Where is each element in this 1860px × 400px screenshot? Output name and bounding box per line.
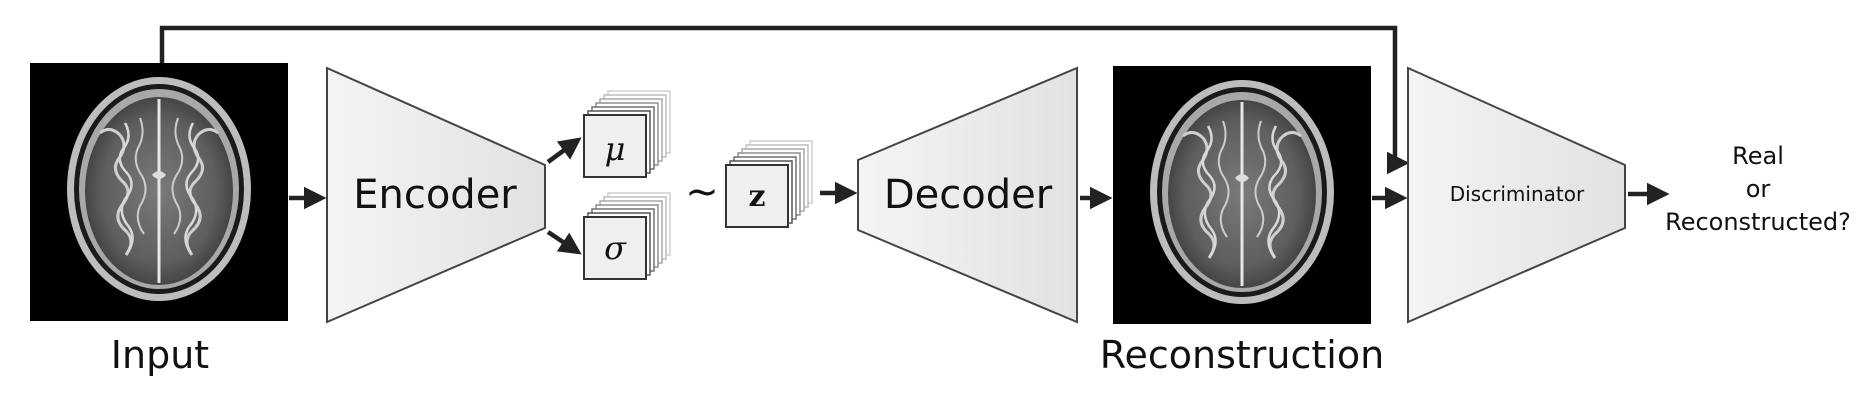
reconstruction-image (1111, 64, 1373, 326)
decoder-block (857, 66, 1078, 324)
encoder-label: Encoder (353, 172, 517, 218)
decoder-label: Decoder (884, 172, 1053, 218)
encoder-block (326, 66, 546, 324)
input-label: Input (111, 333, 209, 377)
arrow-encoder-sigma (546, 230, 582, 255)
arrow-encoder-mu (546, 137, 582, 164)
skip-connection-arrow (159, 25, 1410, 175)
discriminator-block (1407, 66, 1626, 324)
output-label-reconstructed: Reconstructed? (1665, 208, 1851, 236)
z-feature-stack (725, 140, 813, 228)
input-image (28, 61, 290, 323)
sampling-tilde: ~ (685, 169, 719, 215)
mu-feature-stack (583, 90, 671, 178)
output-label-or: or (1746, 175, 1771, 203)
z-symbol: z (748, 179, 765, 214)
discriminator-label: Discriminator (1450, 182, 1585, 206)
output-label-real: Real (1732, 142, 1784, 170)
mu-symbol: μ (605, 130, 626, 168)
sigma-feature-stack (583, 192, 671, 280)
reconstruction-label: Reconstruction (1100, 333, 1384, 377)
sigma-symbol: σ (604, 229, 627, 267)
